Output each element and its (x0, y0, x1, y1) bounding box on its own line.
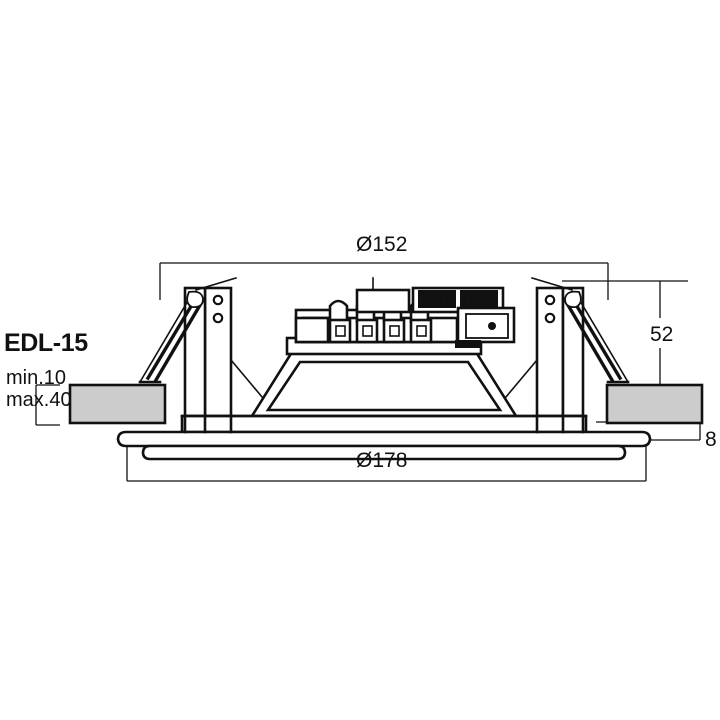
dimension-label-cutout-diameter: Ø178 (356, 449, 408, 472)
ceiling-panel-right (605, 383, 704, 425)
dimension-label-ceiling-max: max.40 (6, 389, 72, 411)
dimension-label-outer-diameter: Ø152 (356, 233, 408, 256)
dimension-label-mounting-depth: 52 (650, 323, 674, 346)
terminal-post-1 (328, 299, 352, 344)
speaker-cone (249, 350, 519, 418)
side-module (455, 306, 516, 348)
mounting-bracket-left (138, 277, 280, 418)
bracket-feet (183, 414, 585, 434)
dimension-label-flange-thickness: 8 (705, 428, 717, 451)
riser-box (355, 277, 411, 314)
ceiling-panel-left (68, 383, 167, 425)
dimension-label-ceiling-min: min.10 (6, 367, 67, 389)
dimension-cutout-diameter (126, 443, 647, 482)
model-label: EDL-15 (4, 329, 88, 357)
flange-ring (116, 414, 652, 461)
dimension-ceiling-thickness (35, 384, 60, 426)
